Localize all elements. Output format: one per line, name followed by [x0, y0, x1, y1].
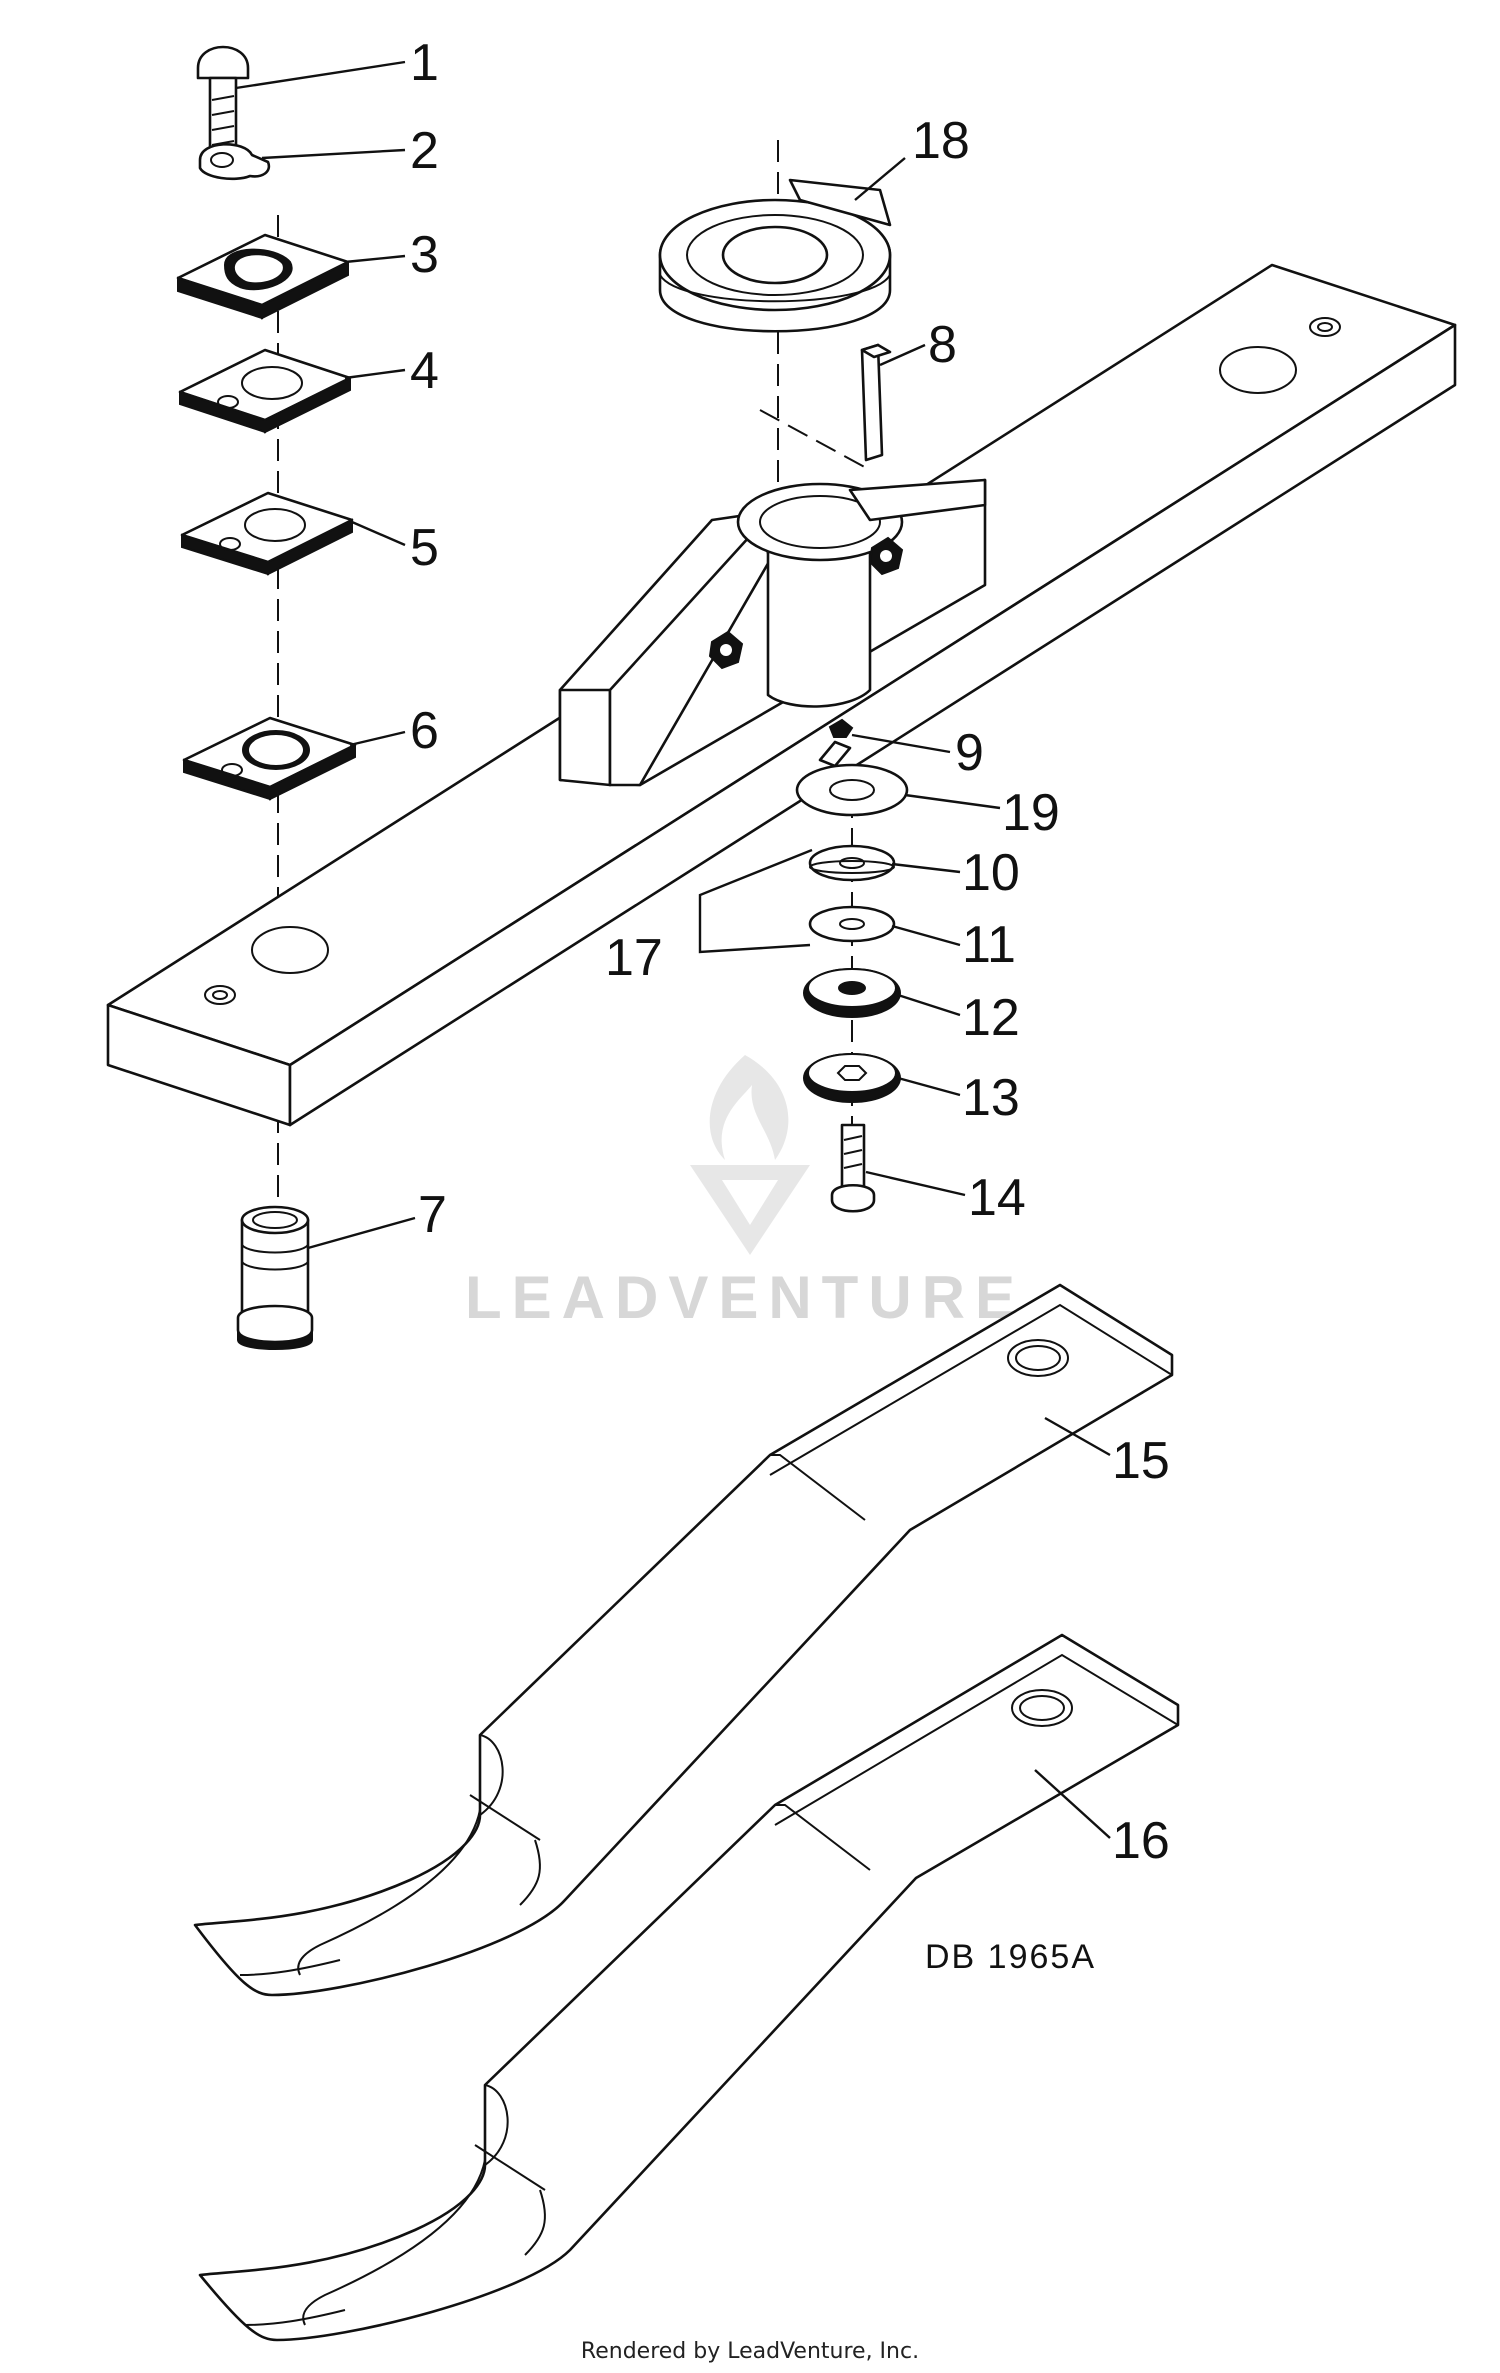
part-11-washer — [808, 905, 896, 943]
part-6-plate — [182, 716, 357, 801]
part-17-bracket — [698, 848, 813, 954]
callout-15: 15 — [1112, 1432, 1170, 1490]
callout-12: 12 — [962, 989, 1020, 1047]
leadventure-watermark: LEADVENTURE — [465, 1055, 1025, 1331]
part-1-bolt — [196, 45, 250, 158]
callout-7: 7 — [418, 1186, 447, 1244]
callout-11: 11 — [962, 916, 1016, 974]
callout-2: 2 — [410, 122, 439, 180]
watermark-text: LEADVENTURE — [465, 1264, 1025, 1331]
part-8-key — [860, 343, 892, 462]
part-3-plate — [176, 233, 350, 320]
callout-17: 17 — [605, 929, 663, 987]
callout-3: 3 — [410, 226, 439, 284]
part-12-washer — [803, 968, 901, 1018]
leader-lines — [235, 60, 1111, 1839]
callout-14: 14 — [968, 1169, 1026, 1227]
blade-adapter — [558, 478, 987, 787]
part-9-pin — [828, 718, 854, 738]
key-assembly-axis — [759, 409, 871, 471]
part-16-blade — [198, 1633, 1180, 2342]
part-15-blade — [193, 1283, 1174, 1997]
part-19-washer — [795, 763, 909, 817]
render-credit-footer: Rendered by LeadVenture, Inc. — [581, 2339, 919, 2364]
callout-13: 13 — [962, 1069, 1020, 1127]
part-2-lock-tab — [198, 143, 271, 181]
part-18-seal — [658, 178, 892, 333]
callout-18: 18 — [912, 112, 970, 170]
callout-16: 16 — [1112, 1812, 1170, 1870]
callout-5: 5 — [410, 519, 439, 577]
part-13-washer — [803, 1053, 901, 1103]
callout-4: 4 — [410, 342, 439, 400]
part-5-plate — [180, 491, 354, 576]
part-4-plate — [178, 348, 352, 434]
callout-19: 19 — [1002, 784, 1060, 842]
callout-6: 6 — [410, 702, 439, 760]
part-14-bolt — [830, 1123, 876, 1213]
part-7-bushing — [236, 1205, 314, 1350]
part-10-washer — [808, 844, 896, 882]
callout-10: 10 — [962, 844, 1020, 902]
callout-8: 8 — [928, 316, 957, 374]
callout-labels: 1 2 3 4 5 6 7 8 9 10 11 12 13 14 15 16 1… — [410, 34, 1170, 1870]
callout-9: 9 — [955, 724, 984, 782]
callout-1: 1 — [410, 34, 439, 92]
diagram-reference-code: DB 1965A — [925, 1938, 1096, 1976]
